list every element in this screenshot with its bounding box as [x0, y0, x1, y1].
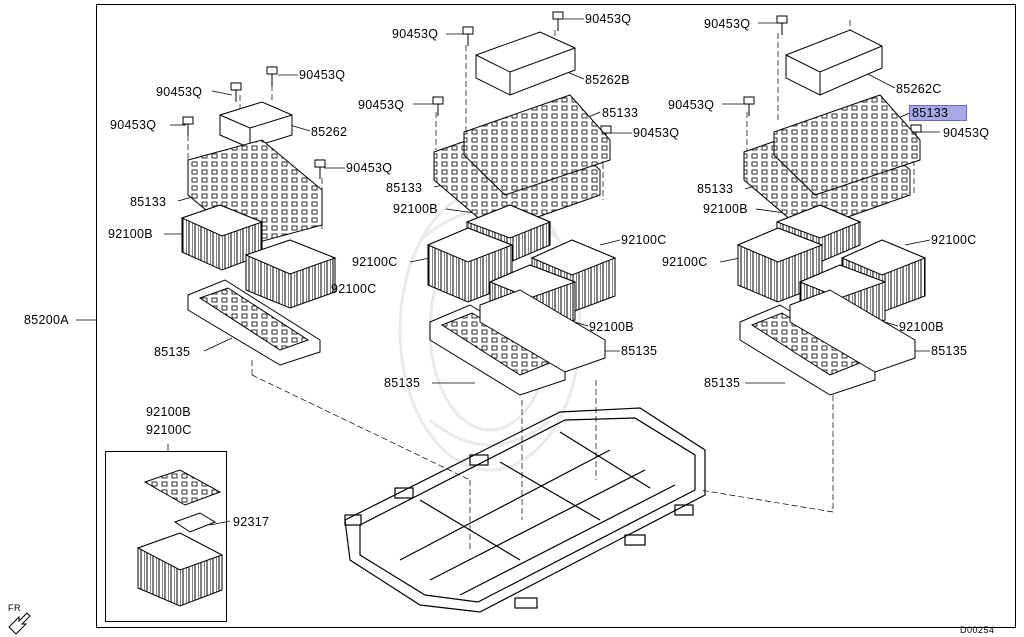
label-inset-title-b: 92100B — [146, 405, 191, 419]
battery-frame-chassis — [344, 407, 706, 613]
label-right-bolt-top: 90453Q — [704, 17, 751, 31]
label-mid-bolt-mid: 90453Q — [358, 98, 405, 112]
label-left-module-b: 92100B — [108, 227, 153, 241]
label-mid-tray-a: 85135 — [621, 344, 658, 358]
label-inset-title-c: 92100C — [146, 423, 192, 437]
label-right-tray-a: 85135 — [931, 344, 968, 358]
label-left-plate: 85133 — [130, 195, 167, 209]
label-right-plate-highlight[interactable]: 85133 — [909, 105, 968, 121]
label-mid-module-c-right: 92100C — [621, 233, 667, 247]
label-left-cover: 85262 — [311, 125, 348, 139]
label-mid-bolt-left: 90453Q — [585, 12, 632, 26]
label-left-bolt-a: 90453Q — [156, 85, 203, 99]
label-left-bolt-c: 90453Q — [110, 118, 157, 132]
inset-module-exploded — [136, 469, 224, 607]
label-mid-cover: 85262B — [585, 73, 630, 87]
label-mid-module-b-top: 92100B — [393, 202, 438, 216]
label-main-assembly: 85200A — [24, 313, 69, 327]
label-left-bolt-d: 90453Q — [346, 161, 393, 175]
label-left-bolt-b: 90453Q — [299, 68, 346, 82]
label-inset-part: 92317 — [233, 515, 270, 529]
trays — [187, 279, 916, 396]
bolts — [182, 11, 922, 179]
covers — [219, 29, 883, 149]
label-right-plate: 85133 — [697, 182, 734, 196]
inset-box — [105, 451, 227, 622]
label-mid-plate-a: 85133 — [602, 106, 639, 120]
assembly-dash-lines — [187, 20, 915, 550]
label-right-tray-b: 85135 — [704, 376, 741, 390]
label-right-module-c-left: 92100C — [662, 255, 708, 269]
diagram-frame — [96, 4, 1016, 628]
front-arrow-icon — [8, 612, 31, 635]
label-right-module-b-top: 92100B — [703, 202, 748, 216]
label-right-module-b-low: 92100B — [899, 320, 944, 334]
label-right-module-c-right: 92100C — [931, 233, 977, 247]
label-mid-module-c-left: 92100C — [352, 255, 398, 269]
label-front-marker: FR — [8, 603, 21, 613]
label-left-tray: 85135 — [154, 345, 191, 359]
label-mid-module-b-low: 92100B — [589, 320, 634, 334]
label-left-module-c: 92100C — [331, 282, 377, 296]
label-mid-bolt-top: 90453Q — [392, 27, 439, 41]
label-mid-plate-b: 85133 — [386, 181, 423, 195]
label-mid-tray-b: 85135 — [384, 376, 421, 390]
label-right-bolt-left: 90453Q — [668, 98, 715, 112]
label-sheet-id: D00254 — [960, 625, 995, 635]
label-right-cover: 85262C — [896, 82, 942, 96]
label-right-bolt-right: 90453Q — [943, 126, 990, 140]
label-mid-bolt-right: 90453Q — [633, 126, 680, 140]
